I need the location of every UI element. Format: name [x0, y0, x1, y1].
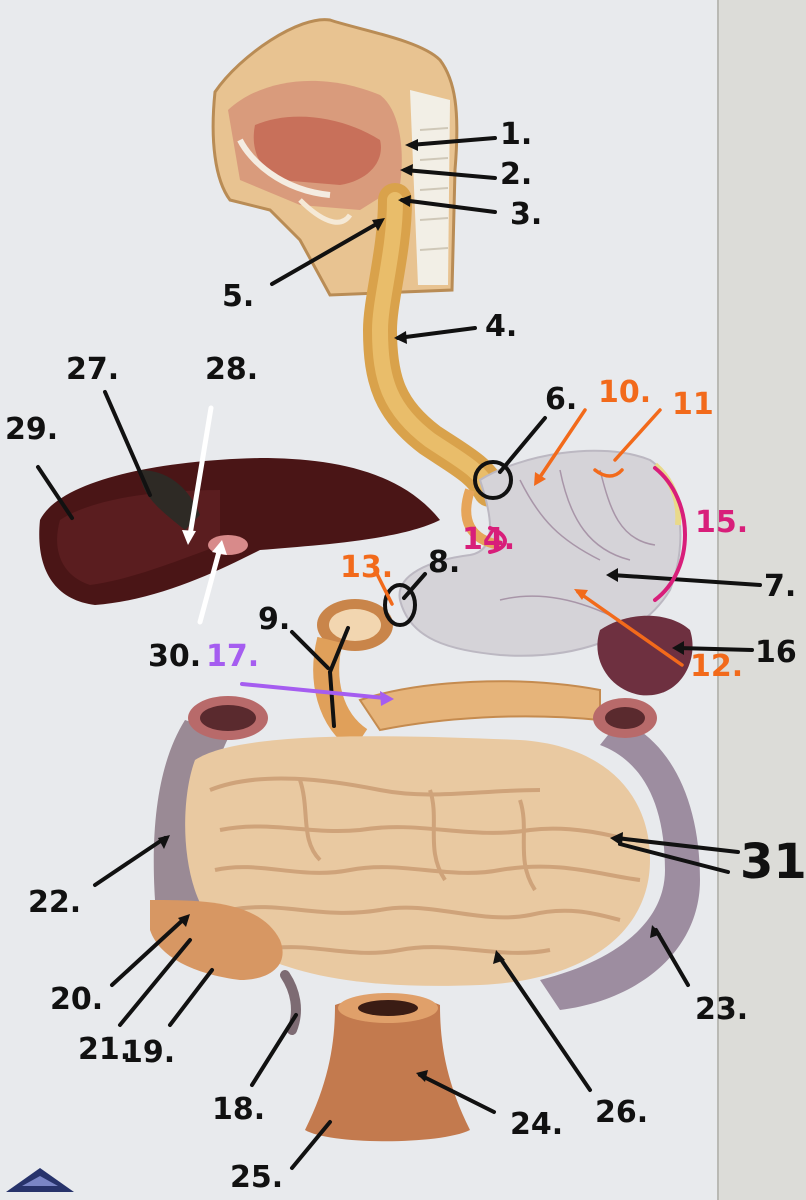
spleen [597, 615, 693, 696]
label-31: 31 [740, 834, 806, 890]
label-18: 18. [212, 1092, 266, 1127]
label-30: 30. [148, 639, 202, 674]
wall-edge [718, 0, 806, 1200]
corner-logo [6, 1168, 74, 1192]
label-14: 14. [462, 522, 516, 557]
label-25: 25. [230, 1160, 284, 1195]
label-27: 27. [66, 352, 120, 387]
label-26: 26. [595, 1095, 649, 1130]
white-annotation-arrows [187, 405, 223, 625]
label-10: 10. [598, 375, 652, 410]
small-intestine [185, 736, 650, 986]
label-8: 8. [428, 545, 461, 580]
label-12: 12. [690, 649, 744, 684]
label-13: 13. [340, 550, 394, 585]
label-28: 28. [205, 352, 259, 387]
pancreas [358, 680, 601, 732]
label-29: 29. [5, 412, 59, 447]
label-11: 11 [672, 387, 714, 422]
label-7: 7. [764, 569, 797, 604]
label-4: 4. [485, 309, 518, 344]
label-23: 23. [695, 992, 749, 1027]
black-arrow-heads [158, 139, 684, 1082]
label-15: 15. [695, 505, 749, 540]
label-17: 17. [206, 639, 260, 674]
orange-annotation-arrows [373, 408, 684, 667]
label-1: 1. [500, 117, 533, 152]
purple-arrow [240, 682, 387, 700]
stomach [398, 449, 682, 657]
label-9: 9. [258, 602, 291, 637]
label-3: 3. [510, 197, 543, 232]
label-2: 2. [500, 157, 533, 192]
label-19: 19. [122, 1035, 176, 1070]
label-16: 16 [755, 635, 797, 670]
pink-annotation-brackets [488, 466, 687, 602]
appendix [280, 970, 301, 1035]
label-6: 6. [545, 382, 578, 417]
liver [39, 458, 440, 605]
label-22: 22. [28, 885, 82, 920]
rectum [305, 993, 470, 1142]
label-21: 21. [78, 1032, 132, 1067]
label-20: 20. [50, 982, 104, 1017]
black-annotation-arrows [36, 136, 762, 1170]
duodenum [313, 599, 393, 751]
label-5: 5. [222, 279, 255, 314]
label-24: 24. [510, 1107, 564, 1142]
